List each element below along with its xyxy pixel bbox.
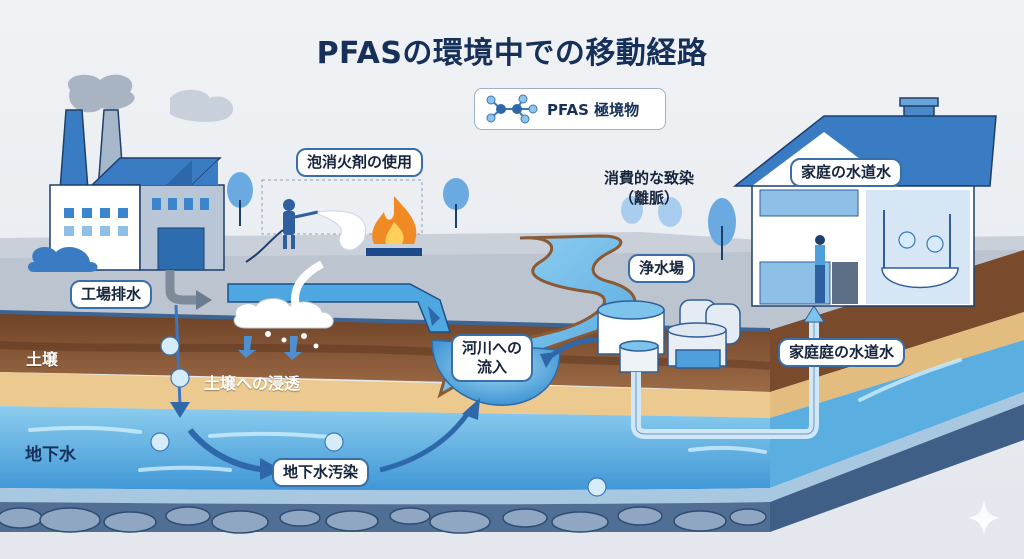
pfas-markers xyxy=(150,231,944,497)
channel-arrow xyxy=(428,306,440,326)
foam-stream xyxy=(291,260,325,309)
label-water-plant: 浄水場 xyxy=(628,254,696,283)
treated-water-pipe-edge xyxy=(635,322,815,435)
label-river-inflow-line1: 河川への xyxy=(462,339,523,357)
supply-arrowhead xyxy=(803,305,825,323)
pfas-molecule-icon xyxy=(486,94,538,124)
label-river-inflow: 河川への 流入 xyxy=(451,334,534,382)
fire-icon xyxy=(372,196,417,244)
foam-cloud xyxy=(233,298,334,329)
label-groundwater: 地下水 xyxy=(25,445,76,465)
groundwater-flow-arrow xyxy=(187,428,269,473)
label-soil-infiltration: 土壌への浸透 xyxy=(204,374,301,393)
fire-core xyxy=(385,222,404,244)
river-rise-arrowhead xyxy=(462,398,480,420)
groundwater-layer xyxy=(0,406,770,491)
sand-layer xyxy=(0,372,770,418)
label-consumer-pollution-line2: （離脈） xyxy=(619,189,680,208)
label-consumer-pollution-line1: 消費的な致染 xyxy=(604,169,695,187)
foam-spray xyxy=(317,210,367,251)
river-rise-arrow xyxy=(379,408,473,473)
sparkle-icon xyxy=(968,500,1000,536)
factory xyxy=(28,74,234,310)
legend: PFAS 極境物 xyxy=(474,88,666,130)
water-streaks xyxy=(28,358,962,472)
side-gravel xyxy=(770,392,1024,502)
side-rock xyxy=(770,404,1024,532)
label-factory-drain: 工場排水 xyxy=(70,280,153,309)
rocks xyxy=(0,506,767,534)
legend-label: PFAS 極境物 xyxy=(547,100,640,119)
firefighter xyxy=(245,199,319,263)
label-groundwater-pollution: 地下水汚染 xyxy=(272,458,370,487)
fire-pit xyxy=(366,248,422,256)
label-soil: 土壌 xyxy=(26,350,59,369)
water-treatment-plant xyxy=(597,299,741,373)
side-water xyxy=(770,340,1024,488)
label-home-tap: 家庭の水道水 xyxy=(790,158,903,187)
label-consumer-pollution: 消費的な致染 （離脈） xyxy=(604,168,694,209)
trees xyxy=(227,172,736,260)
label-river-inflow-line2: 流入 xyxy=(477,357,508,376)
infiltration-arrows xyxy=(238,336,302,360)
plant-to-river-arrowhead xyxy=(540,352,556,368)
groundwater-flow-arrowhead xyxy=(260,458,282,480)
gravel-layer xyxy=(0,488,770,505)
foam-droplets xyxy=(265,331,319,349)
label-foam-extinguisher: 泡消火剤の使用 xyxy=(296,148,424,177)
label-home-tap-pipe: 家庭庭の水道水 xyxy=(778,338,906,367)
seepage-arrow xyxy=(170,304,190,418)
page-title: PFASの環境中での移動経路 xyxy=(316,36,708,71)
